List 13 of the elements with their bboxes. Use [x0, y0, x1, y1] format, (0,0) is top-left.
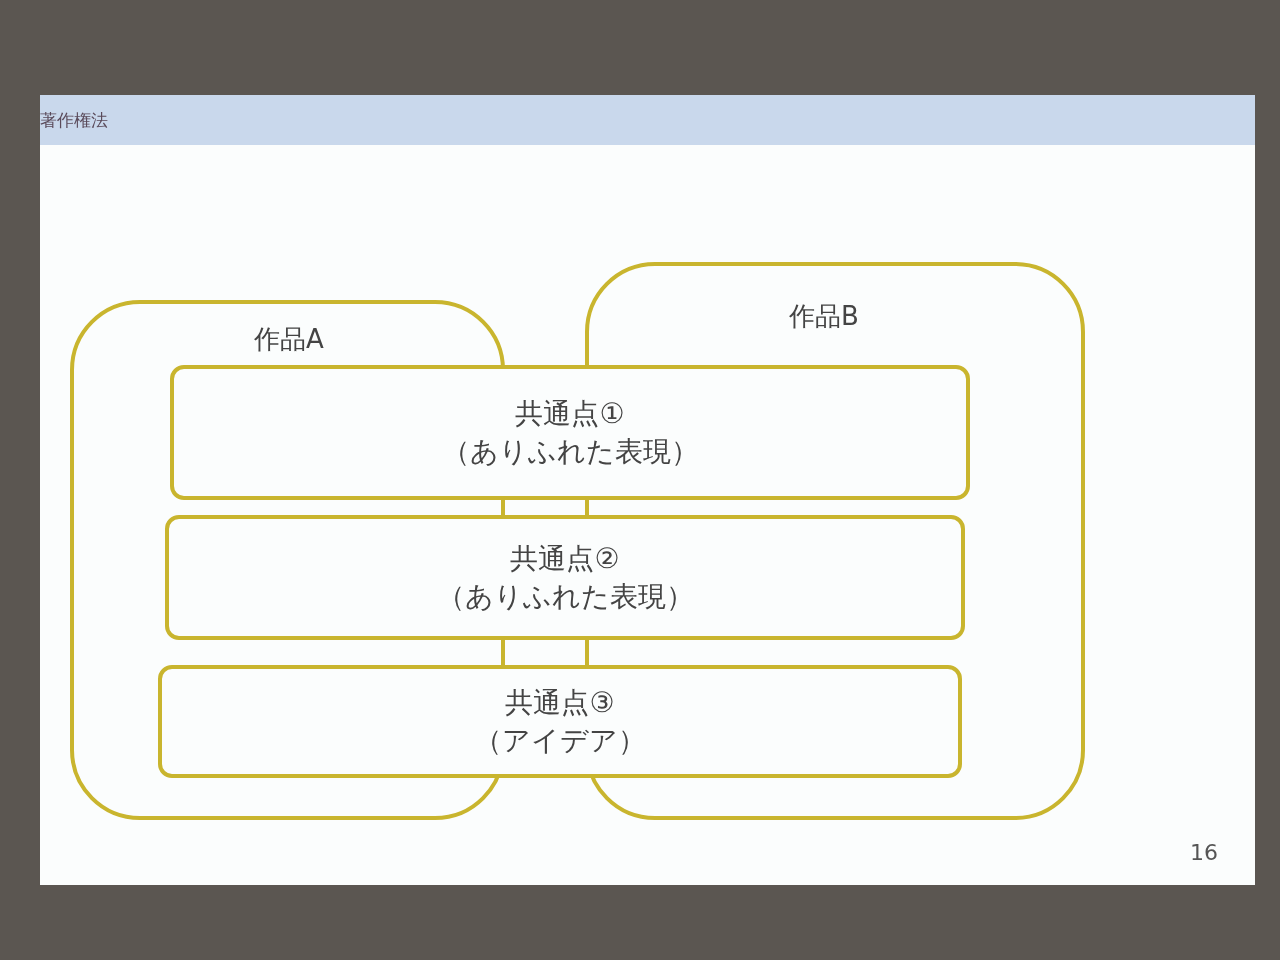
common-point-box — [158, 665, 962, 778]
box-heading: 共通点② — [510, 540, 620, 577]
slide-title: 著作権法 — [40, 109, 108, 132]
box-note: （アイデア） — [474, 722, 646, 759]
box-heading: 共通点① — [515, 395, 625, 432]
box-note: （ありふれた表現） — [441, 433, 699, 470]
box-heading: 作品A — [254, 324, 324, 354]
box-heading: 共通点③ — [505, 684, 615, 721]
common-point-box — [165, 515, 965, 640]
box-note: （ありふれた表現） — [436, 578, 694, 615]
common-point-box — [170, 365, 970, 500]
box-heading: 作品B — [789, 301, 859, 331]
page-number: 16 — [1190, 840, 1218, 865]
